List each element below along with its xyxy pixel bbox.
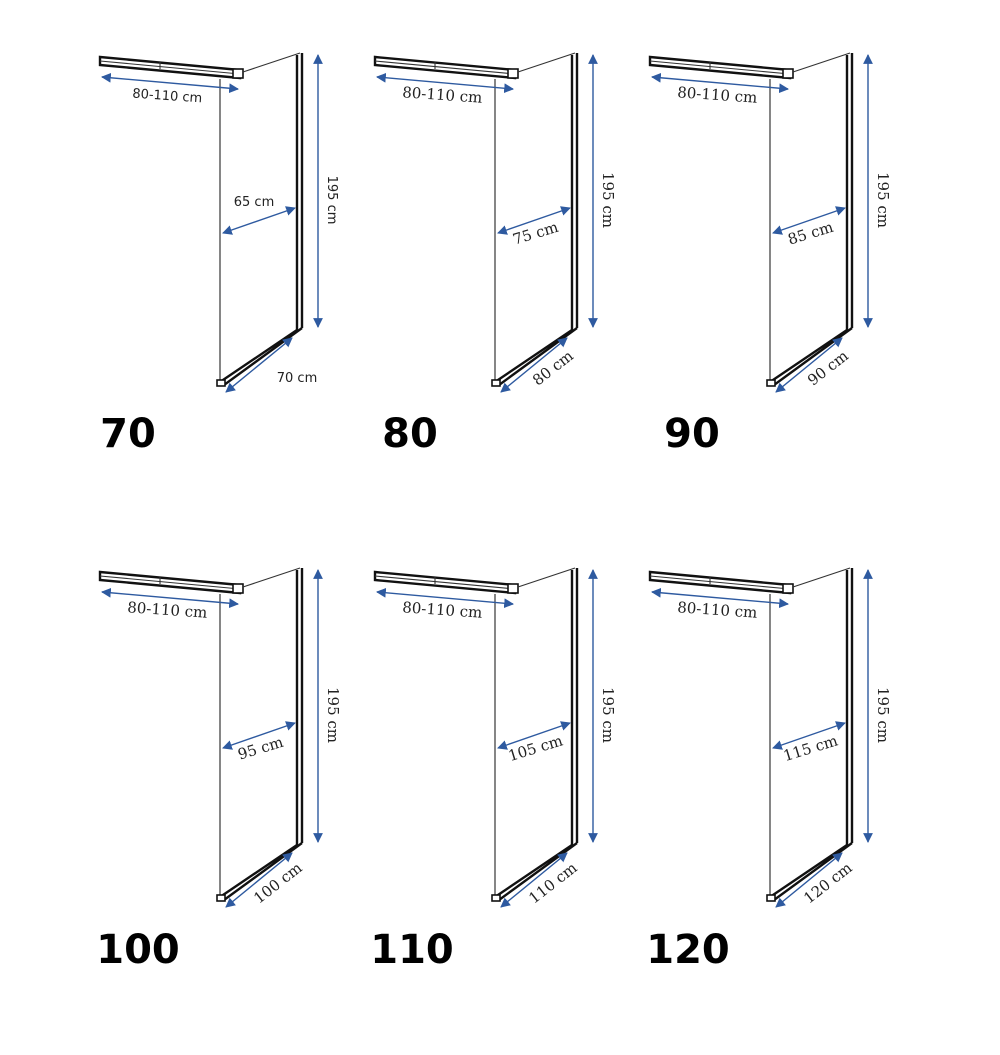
bar-range-arrow	[376, 72, 514, 94]
height-label: 195 cm	[324, 176, 339, 225]
height-label: 195 cm	[874, 172, 892, 228]
bar-bracket	[507, 583, 519, 594]
height-label: 195 cm	[874, 687, 892, 743]
wall-profile	[295, 53, 304, 330]
bar-range-arrow	[651, 587, 789, 609]
size-label: 90	[664, 411, 720, 457]
height-label: 195 cm	[324, 687, 342, 743]
shower-panel-size-diagram: 80-110 cm 195 cm 65 cm 70 cm 70 80-110 cm 195 …	[95, 40, 965, 973]
shower-panel-110: 80-110 cm 195 cm 105 cm 110 cm	[370, 555, 690, 1055]
bar-bracket	[232, 68, 244, 79]
panel-width-label: 105 cm	[506, 731, 565, 765]
panel-width-label: 75 cm	[511, 218, 561, 249]
bar-range-label: 80-110 cm	[402, 83, 483, 107]
panel-width-label: 95 cm	[236, 733, 286, 764]
panel-width-arrow	[222, 206, 296, 235]
shower-panel-100: 80-110 cm 195 cm 95 cm 100 cm	[95, 555, 415, 1055]
base-width-arrow	[225, 337, 293, 393]
panel-foot	[216, 894, 226, 902]
bar-range-label: 80-110 cm	[402, 598, 483, 622]
size-label: 80	[382, 411, 438, 457]
panel-width-label: 85 cm	[786, 218, 836, 249]
size-label: 110	[370, 927, 454, 973]
panel-foot	[491, 379, 501, 387]
base-width-arrow	[225, 852, 293, 908]
panel-width-label: 65 cm	[234, 195, 275, 210]
bar-bracket	[507, 68, 519, 79]
base-width-label: 120 cm	[800, 859, 855, 908]
base-width-arrow	[500, 852, 568, 908]
height-label: 195 cm	[599, 172, 617, 228]
bar-range-arrow	[101, 72, 239, 94]
panel-foot	[766, 894, 776, 902]
shower-panel-drawing: 80-110 cm 195 cm 115 cm 120 cm	[648, 567, 892, 908]
panel-foot	[491, 894, 501, 902]
base-width-label: 70 cm	[277, 371, 318, 386]
base-width-arrow	[775, 337, 843, 393]
bar-bracket	[782, 583, 794, 594]
panel-width-arrow	[497, 721, 571, 750]
panel-width-label: 115 cm	[781, 731, 840, 765]
base-width-label: 100 cm	[250, 859, 305, 908]
wall-profile	[570, 568, 579, 845]
wall-profile	[570, 53, 579, 330]
bar-range-arrow	[376, 587, 514, 609]
shower-panel-drawing: 80-110 cm 195 cm 105 cm 110 cm	[373, 567, 617, 908]
base-width-arrow	[775, 852, 843, 908]
panel-width-arrow	[772, 206, 846, 235]
bar-range-label: 80-110 cm	[132, 87, 203, 107]
bar-range-label: 80-110 cm	[677, 598, 758, 622]
wall-profile	[845, 53, 854, 330]
bar-bracket	[782, 68, 794, 79]
wall-profile	[295, 568, 304, 845]
wall-profile	[845, 568, 854, 845]
shower-panel-70: 80-110 cm 195 cm 65 cm 70 cm	[95, 40, 415, 540]
base-width-label: 110 cm	[525, 859, 580, 908]
panel-width-arrow	[222, 721, 296, 750]
panel-foot	[216, 379, 226, 387]
bar-range-arrow	[651, 72, 789, 94]
base-width-arrow	[500, 337, 568, 393]
size-label: 120	[646, 927, 730, 973]
bar-range-label: 80-110 cm	[677, 83, 758, 107]
bar-bracket	[232, 583, 244, 594]
panel-foot	[766, 379, 776, 387]
bar-range-label: 80-110 cm	[127, 598, 208, 622]
shower-panel-drawing: 80-110 cm 195 cm 65 cm 70 cm	[98, 52, 339, 393]
size-label: 100	[96, 927, 180, 973]
size-label: 70	[100, 411, 156, 457]
panel-width-arrow	[772, 721, 846, 750]
panel-width-arrow	[497, 206, 571, 235]
shower-panel-120: 80-110 cm 195 cm 115 cm 120 cm	[645, 555, 965, 1055]
height-label: 195 cm	[599, 687, 617, 743]
bar-range-arrow	[101, 587, 239, 609]
shower-panel-drawing: 80-110 cm 195 cm 95 cm 100 cm	[98, 567, 342, 908]
